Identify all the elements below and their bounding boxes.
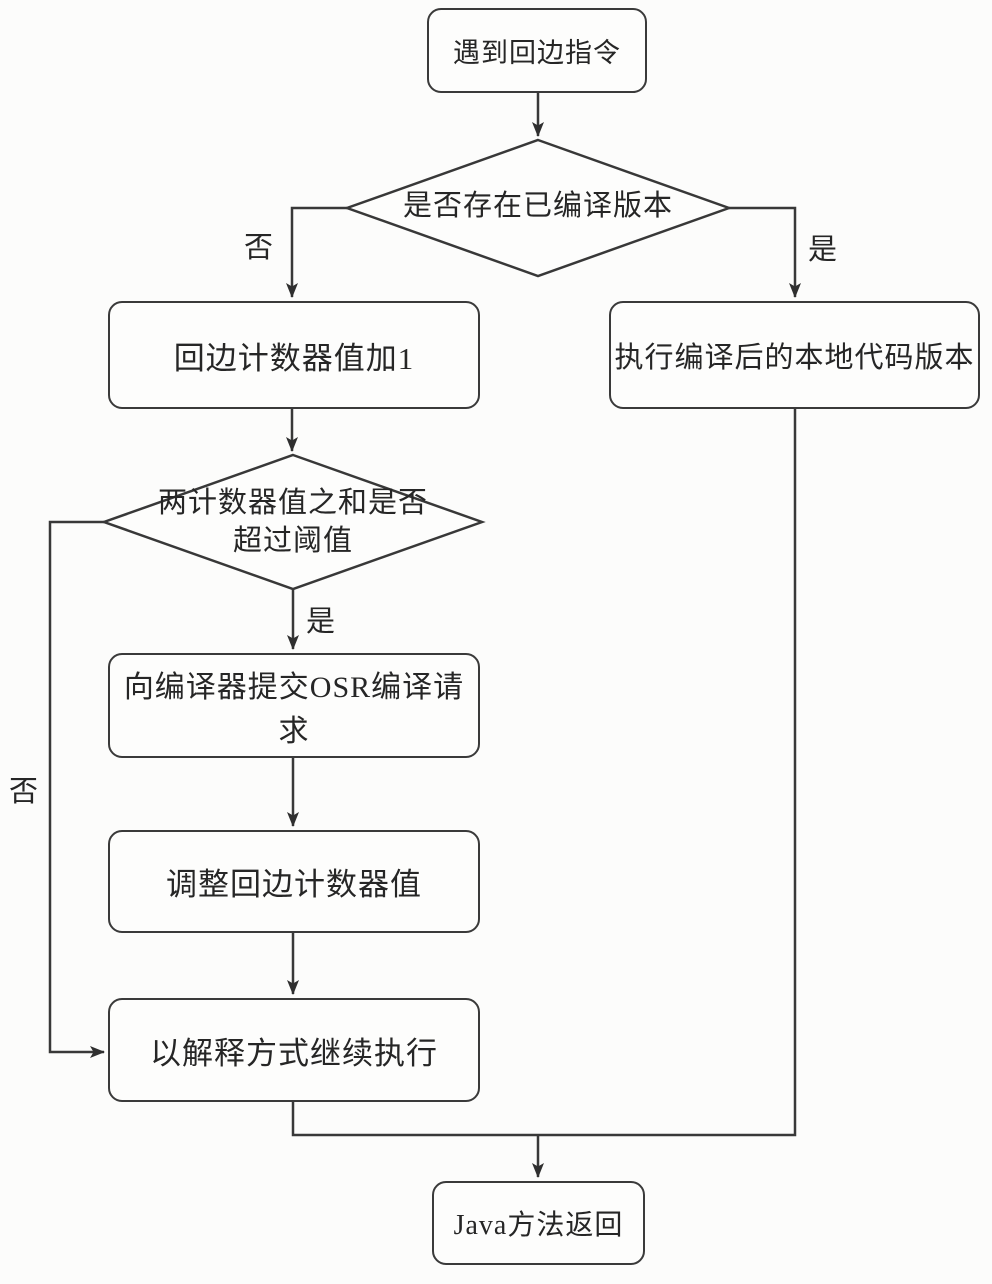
- edge-label-compiled-yes: 是: [808, 234, 838, 266]
- continue-interpreted-execution-node: 以解释方式继续执行: [108, 998, 480, 1102]
- execute-compiled-native-code-node: 执行编译后的本地代码版本: [609, 301, 980, 409]
- edge-label-threshold-yes: 是: [306, 606, 336, 638]
- decision-compiled-version-shape: [343, 138, 733, 278]
- edge-label-threshold-no: 否: [9, 776, 39, 808]
- decision-counters-exceed-threshold-label: 两计数器值之和是否 超过阈值: [130, 485, 456, 560]
- edge-merge-bar: [291, 409, 797, 1137]
- java-method-return-node: Java方法返回: [432, 1181, 645, 1265]
- edge-decision1-no: [286, 206, 347, 298]
- decision2-label-line2: 超过阈值: [232, 524, 353, 557]
- decision2-label-line1: 两计数器值之和是否: [157, 487, 428, 519]
- submit-osr-compile-request-node: 向编译器提交OSR编译请求: [108, 653, 480, 758]
- increment-back-edge-counter-node: 回边计数器值加1: [108, 301, 480, 409]
- edge-decision2-no-loop: [48, 520, 105, 1058]
- start-node: 遇到回边指令: [427, 8, 647, 93]
- edge-decision1-yes: [729, 206, 801, 298]
- decision-compiled-version-label: 是否存在已编译版本: [402, 190, 673, 222]
- adjust-back-edge-counter-node: 调整回边计数器值: [108, 830, 480, 933]
- edge-label-compiled-no: 否: [244, 232, 274, 264]
